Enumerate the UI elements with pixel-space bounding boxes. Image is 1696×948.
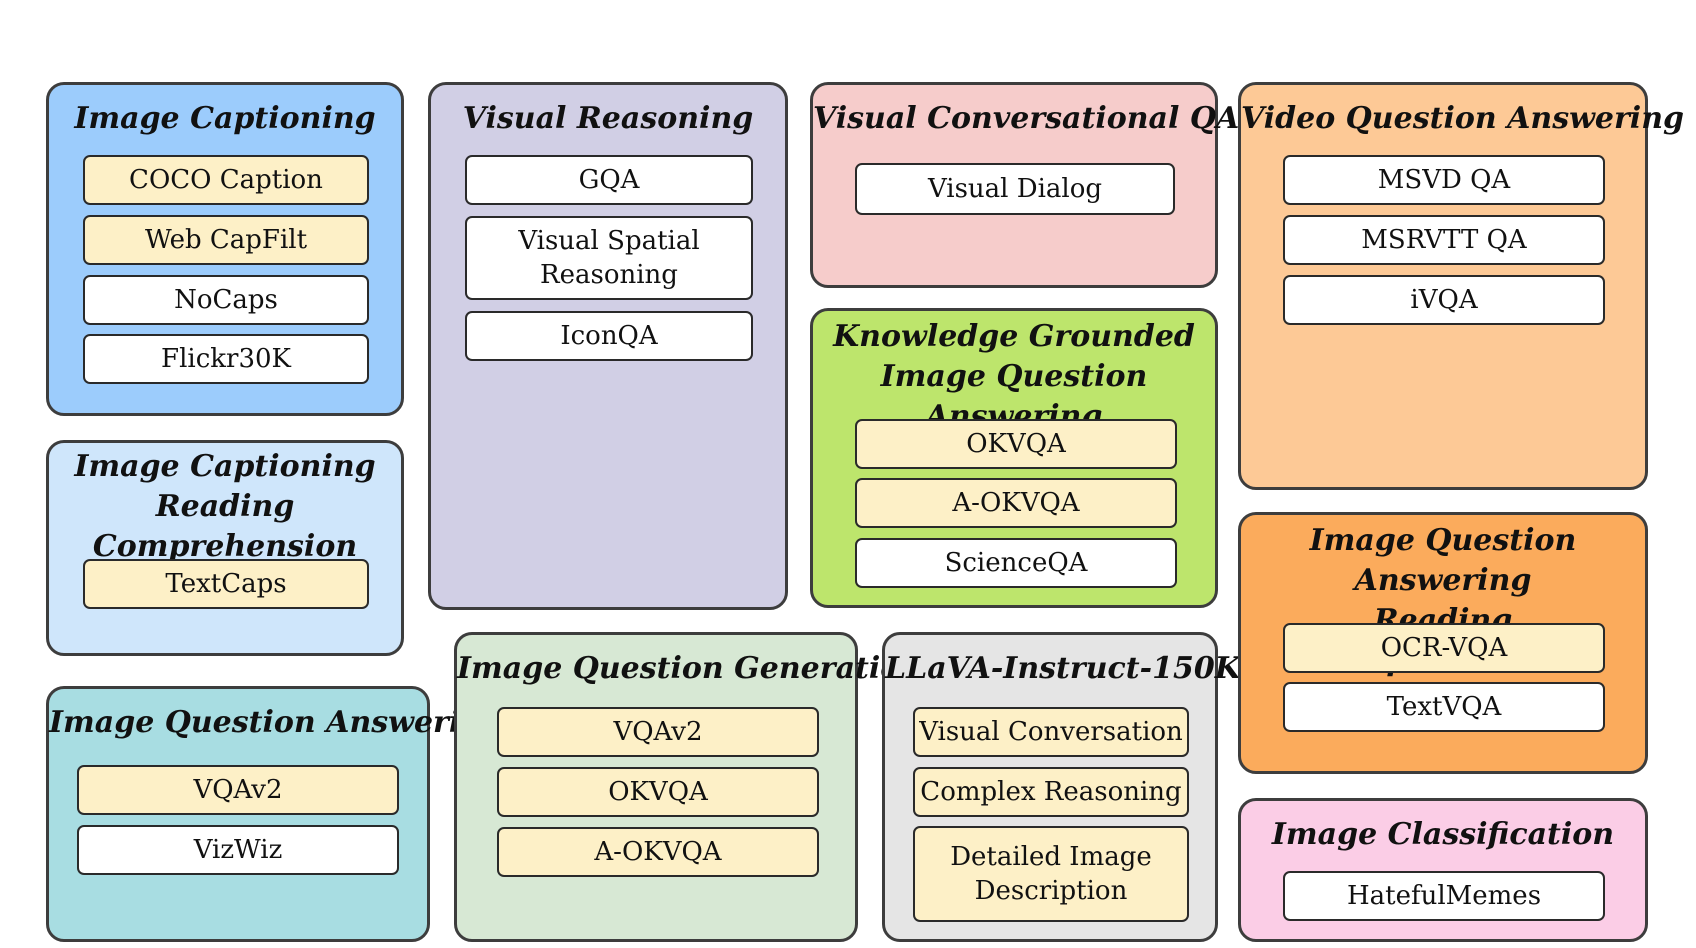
dataset-okvqa: OKVQA — [855, 419, 1177, 469]
dataset-a-okvqa: A-OKVQA — [855, 478, 1177, 528]
group-title: Visual Conversational QA — [813, 101, 1240, 136]
group-video-question-answering: Video Question Answering MSVD QA MSRVTT … — [1238, 82, 1684, 490]
group-title: Visual Reasoning — [462, 101, 754, 136]
dataset-okvqa: OKVQA — [497, 767, 819, 817]
group-title: Image Question Generation — [457, 651, 923, 686]
dataset-coco-caption: COCO Caption — [83, 155, 369, 205]
dataset-nocaps: NoCaps — [83, 275, 369, 325]
group-knowledge-grounded-image-question-answering: Knowledge Grounded Image Question Answer… — [810, 308, 1218, 608]
dataset-msvd-qa: MSVD QA — [1283, 155, 1605, 205]
dataset-scienceqa: ScienceQA — [855, 538, 1177, 588]
dataset-flickr30k: Flickr30K — [83, 334, 369, 384]
dataset-detailed-image-description: Detailed Image Description — [913, 826, 1189, 922]
group-llava-instruct-150k: LLaVA-Instruct-150K Visual Conversation … — [882, 632, 1241, 942]
dataset-vqav2: VQAv2 — [77, 765, 399, 815]
dataset-textcaps: TextCaps — [83, 559, 369, 609]
dataset-a-okvqa: A-OKVQA — [497, 827, 819, 877]
dataset-web-capfilt: Web CapFilt — [83, 215, 369, 265]
dataset-visual-conversation: Visual Conversation — [913, 707, 1189, 757]
dataset-ivqa: iVQA — [1283, 275, 1605, 325]
dataset-vizwiz: VizWiz — [77, 825, 399, 875]
group-image-question-generation: Image Question Generation VQAv2 OKVQA A-… — [454, 632, 923, 942]
group-title: Image Captioning — [74, 101, 376, 136]
group-image-captioning: Image Captioning COCO Caption Web CapFil… — [46, 82, 404, 416]
group-title: Image Classification — [1271, 817, 1615, 852]
group-image-question-answering-reading-comprehension: Image Question Answering Reading Compreh… — [1238, 512, 1648, 774]
dataset-vqav2: VQAv2 — [497, 707, 819, 757]
group-title: Image Captioning Reading Comprehension — [74, 449, 376, 564]
group-title: LLaVA-Instruct-150K — [885, 651, 1241, 686]
group-image-question-answering: Image Question Answering VQAv2 VizWiz — [46, 686, 504, 942]
group-image-classification: Image Classification HatefulMemes — [1238, 798, 1648, 942]
dataset-gqa: GQA — [465, 155, 753, 205]
dataset-visual-spatial-reasoning: Visual Spatial Reasoning — [465, 216, 753, 300]
dataset-iconqa: IconQA — [465, 311, 753, 361]
dataset-hatefulmemes: HatefulMemes — [1283, 871, 1605, 921]
group-visual-reasoning: Visual Reasoning GQA Visual Spatial Reas… — [428, 82, 788, 610]
group-visual-conversational-qa: Visual Conversational QA Visual Dialog — [810, 82, 1240, 288]
dataset-complex-reasoning: Complex Reasoning — [913, 767, 1189, 817]
group-title: Video Question Answering — [1241, 101, 1684, 136]
dataset-msrvtt-qa: MSRVTT QA — [1283, 215, 1605, 265]
dataset-visual-dialog: Visual Dialog — [855, 163, 1175, 215]
dataset-textvqa: TextVQA — [1283, 682, 1605, 732]
group-image-captioning-reading-comprehension: Image Captioning Reading Comprehension T… — [46, 440, 404, 656]
dataset-ocr-vqa: OCR-VQA — [1283, 623, 1605, 673]
group-title: Image Question Answering — [49, 705, 504, 740]
